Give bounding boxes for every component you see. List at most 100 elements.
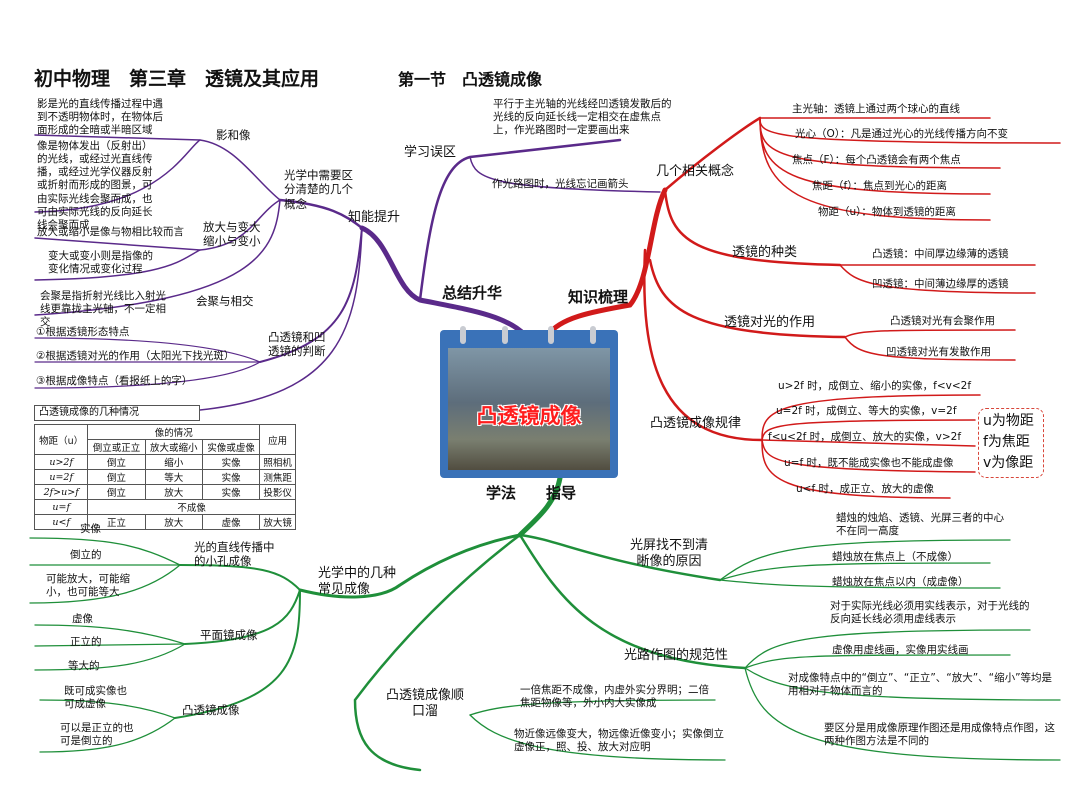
leaf-image-def: 像是物体发出（反射出）的光线，或经过光直线传播，或经过光学仪器反射或折射而形成的… bbox=[37, 140, 159, 232]
table-header: 倒立或正立 bbox=[88, 440, 145, 455]
lens-experiment-image: 凸透镜成像 bbox=[448, 348, 610, 470]
center-node: 凸透镜成像 bbox=[440, 330, 618, 478]
table-cell: 放大 bbox=[145, 485, 202, 500]
link-lens bbox=[175, 590, 300, 718]
variable-legend: u为物距 f为焦距 v为像距 bbox=[978, 408, 1044, 478]
node-mistakes: 学习误区 bbox=[404, 145, 456, 161]
table-header: 放大或缩小 bbox=[145, 440, 202, 455]
table-cell: 测焦距 bbox=[260, 470, 296, 485]
table-row: u>2f 倒立 缩小 实像 照相机 bbox=[35, 455, 296, 470]
cases-table: 物距（u） 像的情况 应用 倒立或正立 放大或缩小 实像或虚像 u>2f 倒立 … bbox=[34, 424, 296, 530]
page-title: 初中物理 第三章 透镜及其应用 bbox=[34, 68, 319, 92]
calendar-ring-icon bbox=[590, 326, 596, 344]
node-mirror: 平面镜成像 bbox=[200, 628, 258, 642]
leaf-screen-1: 蜡烛的烛焰、透镜、光屏三者的中心不在同一高度 bbox=[836, 512, 1006, 538]
leaf-rule-4: u=f 时，既不能成实像也不能成虚像 bbox=[784, 457, 954, 470]
table-cell: u>2f bbox=[35, 455, 88, 470]
legend-u: u为物距 bbox=[983, 410, 1043, 430]
table-cell: 实像 bbox=[202, 470, 259, 485]
node-judge: 凸透镜和凹透镜的判断 bbox=[268, 330, 328, 359]
main-summary: 总结升华 bbox=[442, 284, 502, 303]
leaf-axis: 主光轴：透镜上通过两个球心的直线 bbox=[792, 103, 960, 116]
main-method-b: 指导 bbox=[546, 484, 576, 503]
section-title: 第一节 凸透镜成像 bbox=[398, 70, 542, 90]
table-row: 2f>u>f 倒立 放大 实像 投影仪 bbox=[35, 485, 296, 500]
leaf-judge-2: ②根据透镜对光的作用（太阳光下找光斑） bbox=[36, 350, 234, 363]
leaf-concave-effect: 凹透镜对光有发散作用 bbox=[886, 346, 991, 359]
leaf-lens-1: 既可成实像也可成虚像 bbox=[64, 685, 134, 711]
node-converge: 会聚与相交 bbox=[196, 294, 254, 308]
leaf-focus: 焦点（F）：每个凸透镜会有两个焦点 bbox=[792, 154, 961, 167]
table-header: 像的情况 bbox=[88, 425, 260, 440]
legend-v: v为像距 bbox=[983, 452, 1043, 472]
leaf-enlarge-1: 放大或缩小是像与物相比较而言 bbox=[37, 226, 184, 239]
leaf-rule-5: u<f 时，成正立、放大的虚像 bbox=[796, 483, 934, 496]
table-cell: 倒立 bbox=[88, 455, 145, 470]
leaf-mirror-2: 正立的 bbox=[70, 636, 102, 649]
table-row: u=2f 倒立 等大 实像 测焦距 bbox=[35, 470, 296, 485]
node-effect: 透镜对光的作用 bbox=[724, 315, 815, 331]
node-concepts: 光学中需要区分清楚的几个概念 bbox=[284, 168, 364, 211]
node-pinhole: 光的直线传播中的小孔成像 bbox=[194, 540, 280, 569]
calendar-ring-icon bbox=[502, 326, 508, 344]
table-cell: 实像 bbox=[202, 455, 259, 470]
calendar-ring-icon bbox=[548, 326, 554, 344]
node-concepts-red: 几个相关概念 bbox=[656, 164, 734, 180]
link-pinhole bbox=[180, 565, 300, 590]
table-cell: u=2f bbox=[35, 470, 88, 485]
leaf-pinhole-3: 可能放大，可能缩小，也可能等大 bbox=[46, 573, 142, 599]
leaf-drawing-3: 对成像特点中的“倒立”、“正立”、“放大”、“缩小”等均是用相对于物体而言的 bbox=[788, 672, 1054, 698]
table-header: 应用 bbox=[260, 425, 296, 455]
link-mistakes bbox=[420, 140, 620, 300]
leaf-drawing-4: 要区分是用成像原理作图还是用成像特点作图，这两种作图方法是不同的 bbox=[824, 722, 1058, 748]
leaf-mirror-1: 虚像 bbox=[72, 613, 93, 626]
main-knowledge: 知识梳理 bbox=[568, 288, 628, 307]
leaf-optic-center: 光心（O）：凡是通过光心的光线传播方向不变 bbox=[795, 128, 1008, 141]
leaf-judge-1: ①根据透镜形态特点 bbox=[36, 326, 129, 339]
link-knowledge-trunk bbox=[548, 190, 665, 335]
link-rules bbox=[644, 250, 762, 440]
table-cell: 2f>u>f bbox=[35, 485, 88, 500]
leaf-screen-2: 蜡烛放在焦点上（不成像） bbox=[832, 551, 958, 564]
table-header: 实像或虚像 bbox=[202, 440, 259, 455]
table-cell: 倒立 bbox=[88, 485, 145, 500]
link-mirror-1 bbox=[35, 625, 185, 644]
leaf-rule-1: u>2f 时，成倒立、缩小的实像，f<v<2f bbox=[778, 380, 971, 393]
leaf-mistake-1: 平行于主光轴的光线经凹透镜发散后的光线的反向延长线一定相交在虚焦点上，作光路图时… bbox=[493, 98, 675, 137]
center-title: 凸透镜成像 bbox=[448, 400, 610, 430]
leaf-convex: 凸透镜：中间厚边缘薄的透镜 bbox=[872, 248, 1009, 261]
leaf-screen-3: 蜡烛放在焦点以内（成虚像） bbox=[832, 576, 969, 589]
table-cell: 虚像 bbox=[202, 515, 259, 530]
table-cell: 等大 bbox=[145, 470, 202, 485]
table-cell: 投影仪 bbox=[260, 485, 296, 500]
table-cell: 倒立 bbox=[88, 470, 145, 485]
table-cell: 不成像 bbox=[88, 500, 296, 515]
legend-f: f为焦距 bbox=[983, 431, 1043, 451]
node-screen: 光屏找不到清晰像的原因 bbox=[624, 538, 714, 571]
leaf-pinhole-2: 倒立的 bbox=[70, 549, 102, 562]
link-table bbox=[200, 228, 362, 410]
main-method-a: 学法 bbox=[486, 484, 516, 503]
leaf-rhyme-1: 一倍焦距不成像，内虚外实分界明；二倍焦距物像等，外小内大实像成 bbox=[520, 684, 716, 710]
leaf-converge-1: 会聚是指折射光线比入射光线更靠拢主光轴，不一定相交 bbox=[40, 290, 174, 329]
link-pinhole-1 bbox=[30, 538, 180, 565]
table-row: u<f 正立 放大 虚像 放大镜 bbox=[35, 515, 296, 530]
node-rules: 凸透镜成像规律 bbox=[650, 416, 741, 432]
link-summary-trunk bbox=[362, 228, 525, 335]
table-cell: 照相机 bbox=[260, 455, 296, 470]
leaf-mistake-2: 作光路图时，光线忘记画箭头 bbox=[492, 178, 629, 191]
leaf-focal-length: 焦距（f）：焦点到光心的距离 bbox=[812, 180, 947, 193]
link-mirror-3 bbox=[35, 644, 185, 670]
leaf-drawing-2: 虚像用虚线画，实像用实线画 bbox=[832, 644, 969, 657]
node-improve: 知能提升 bbox=[348, 210, 400, 226]
leaf-rule-2: u=2f 时，成倒立、等大的实像，v=2f bbox=[776, 405, 957, 418]
leaf-rhyme-2: 物近像远像变大，物远像近像变小；实像倒立虚像正，照、投、放大对应明 bbox=[514, 728, 724, 754]
leaf-pinhole-1: 实像 bbox=[80, 523, 101, 536]
table-cell: 缩小 bbox=[145, 455, 202, 470]
node-enlarge: 放大与变大缩小与变小 bbox=[203, 220, 263, 249]
leaf-drawing-1: 对于实际光线必须用实线表示，对于光线的反向延长线必须用虚线表示 bbox=[830, 600, 1030, 626]
table-row: u=f 不成像 bbox=[35, 500, 296, 515]
cases-table-title: 凸透镜成像的几种情况 bbox=[34, 405, 200, 421]
table-cell: 放大镜 bbox=[260, 515, 296, 530]
calendar-ring-icon bbox=[460, 326, 466, 344]
